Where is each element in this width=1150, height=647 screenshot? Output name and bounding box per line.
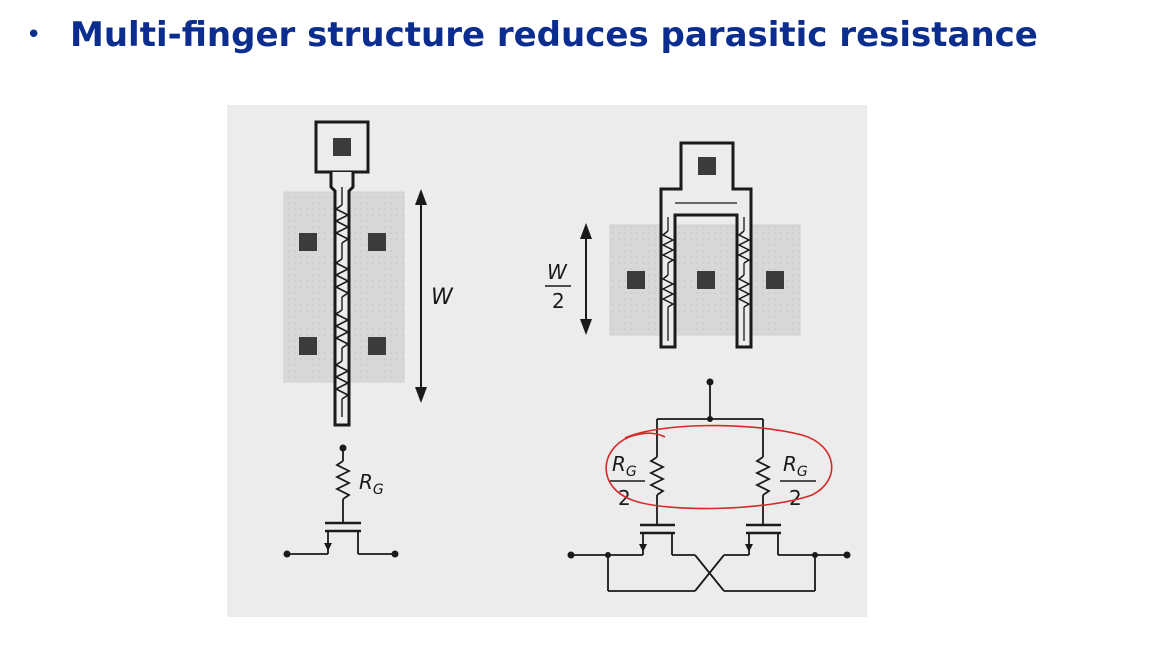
- contact-left-2: [368, 233, 386, 251]
- width-label-right-denominator: 2: [552, 289, 565, 313]
- resistor-label-right-b-denominator: 2: [789, 486, 802, 510]
- resistor-label-right-a-denominator: 2: [618, 486, 631, 510]
- bullet-dot: •: [26, 20, 42, 50]
- two-finger-layout: W 2: [545, 141, 801, 349]
- contact-right-3: [766, 271, 784, 289]
- contact-left-1: [299, 233, 317, 251]
- single-finger-schematic: RG: [283, 444, 399, 558]
- gate-resistor-zigzag-4: [334, 360, 350, 400]
- width-dimension-arrow-right: [580, 223, 592, 335]
- bullet-point: • Multi-finger structure reduces parasit…: [26, 10, 1038, 60]
- gate-resistor-zigzag-2: [334, 258, 350, 298]
- width-label-left: W: [431, 285, 454, 310]
- finger-resistor-left-2: [661, 274, 675, 308]
- contact-right-2: [697, 271, 715, 289]
- resistor-label-left: RG: [359, 470, 384, 498]
- gate-resistor-symbol-left: [334, 460, 352, 500]
- width-label-right-numerator: W: [547, 260, 568, 284]
- gate-contact-right: [698, 157, 716, 175]
- gate-resistor-symbol-right-b: [754, 456, 772, 496]
- finger-resistor-right-1: [737, 230, 751, 264]
- gate-resistor-zigzag-1: [334, 204, 350, 244]
- slide-heading: Multi-finger structure reduces parasitic…: [70, 15, 1038, 55]
- width-dimension-arrow-left: [415, 189, 427, 403]
- resistor-label-right-a: RG: [612, 452, 637, 480]
- two-finger-schematic: RG 2 RG 2: [567, 378, 851, 592]
- gate-contact-left: [333, 138, 351, 156]
- contact-right-1: [627, 271, 645, 289]
- contact-left-3: [299, 337, 317, 355]
- single-finger-layout: W: [283, 120, 454, 427]
- finger-resistor-left-1: [661, 230, 675, 264]
- gate-fork-right: [659, 141, 753, 349]
- contact-left-4: [368, 337, 386, 355]
- gate-resistor-zigzag-3: [334, 309, 350, 349]
- finger-resistor-right-2: [737, 274, 751, 308]
- gate-resistor-symbol-right-a: [648, 456, 666, 496]
- transistor-layout-figure: W RG: [227, 105, 867, 617]
- annotation-circle: [605, 424, 833, 510]
- resistor-label-right-b: RG: [783, 452, 808, 480]
